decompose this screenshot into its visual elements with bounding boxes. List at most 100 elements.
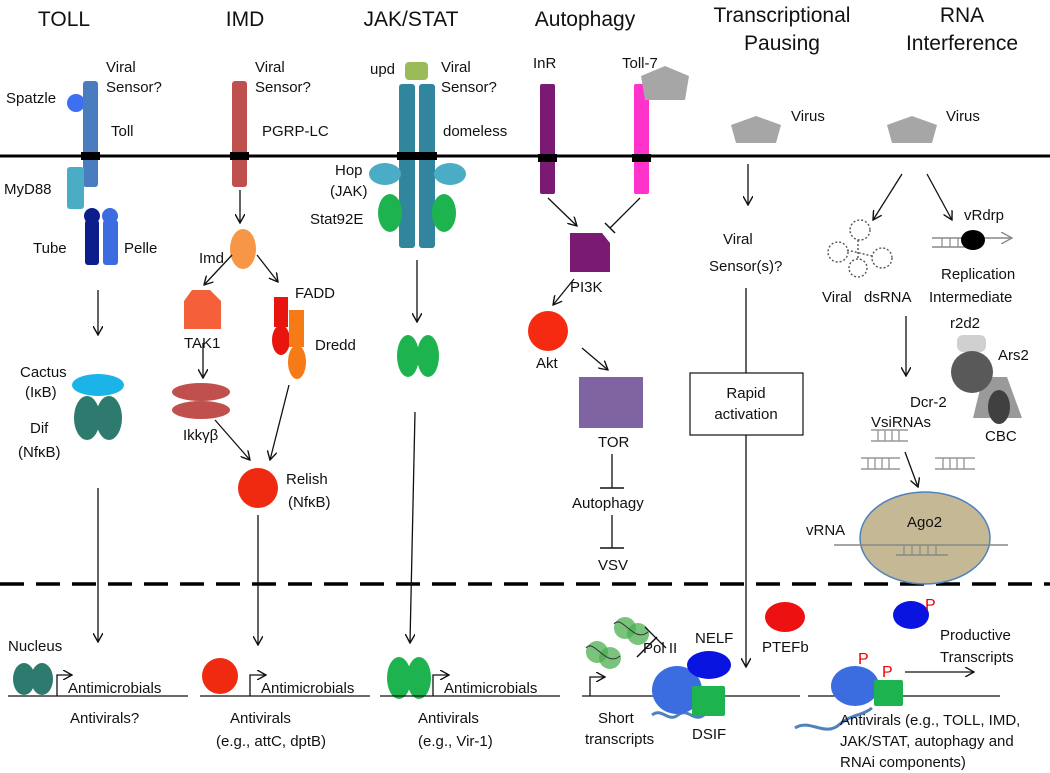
productive-transcript-rna [794,706,873,731]
rapid-label-1: Rapid [726,385,765,402]
vrdrp-protein [961,230,985,250]
short-transcript-rna [651,711,705,719]
tor-label: TOR [598,434,630,451]
dredd-label: Dredd [315,337,356,354]
jak-examples-label: (e.g., Vir-1) [418,733,493,750]
ptefb-protein [765,602,805,632]
ago2-protein [859,491,991,585]
productive-label-1: Productive [940,627,1011,644]
autophagy-label: Autophagy [572,495,644,512]
toll7-receptor [634,84,649,194]
domeless-receptor [399,84,415,248]
dsif-protein [692,686,725,716]
productive-label-2: Transcripts [940,649,1014,666]
imd-gene-label: Antimicrobials [261,680,354,697]
pi3k-protein [570,233,610,272]
jak-sensor-label-2: Sensor? [441,79,497,96]
toll-sensor-label-1: Viral [106,59,136,76]
tor-protein [579,377,643,428]
vsirna-duplexes [861,429,975,470]
nelf-label: NELF [695,630,733,647]
rapid-activation-box [689,372,804,436]
pgrp-lc-label: PGRP-LC [262,123,329,140]
header-imd: IMD [226,8,265,31]
cactus-alt-label: (IκB) [25,384,57,401]
header-rnai-line1: RNA [940,4,984,27]
short-label-1: Short [598,710,635,727]
dif-nucleus [13,663,35,695]
tube-label: Tube [33,240,67,257]
header-pausing-line2: Pausing [744,32,820,55]
header-toll: TOLL [38,8,90,31]
imd-examples-label: (e.g., attC, dptB) [216,733,326,750]
toll-receptor-label: Toll [111,123,134,140]
dcr2-label: Dcr-2 [910,394,947,411]
akt-label: Akt [536,355,559,372]
p-label-2: P [858,651,869,668]
pol-ii-protein [652,666,702,714]
p-label-3: P [882,664,893,681]
hop-protein [369,163,401,185]
rnai-virus [887,116,937,143]
autophagy-pathway: InR Toll-7 PI3K Akt TOR Autophagy VSV [528,55,689,574]
fadd-label: FADD [295,285,335,302]
toll-antivirals-label: Antivirals? [70,710,139,727]
pausing-virus-label: Virus [791,108,825,125]
pausing-virus [731,116,781,143]
toll-pathway: Spatzle Viral Sensor? Toll MyD88 Tube Pe… [4,59,188,727]
r2d2-label: r2d2 [950,315,980,332]
relish-nucleus [202,658,238,694]
upd-label: upd [370,61,395,78]
cbc-protein [988,390,1010,424]
akt-protein [528,311,568,351]
imd-protein [230,229,256,269]
toll-sensor-label-2: Sensor? [106,79,162,96]
dif-label: Dif [30,420,49,437]
jak-gene-label: Antimicrobials [444,680,537,697]
pi3k-label: PI3K [570,279,603,296]
replication-label-2: Intermediate [929,289,1012,306]
jak-antivirals-label: Antivirals [418,710,479,727]
vrdrp-label: vRdrp [964,207,1004,224]
fadd-protein [274,297,288,327]
dsrna-label: Viral [822,289,852,306]
tak1-protein [184,290,221,329]
pol-ii-label: Pol II [643,640,677,657]
nucleus-label: Nucleus [8,638,62,655]
phospho-polii-free [893,601,929,629]
ikk-protein [172,383,230,401]
rnai-antivirals-3: RNAi components) [840,754,966,771]
ptefb-label: PTEFb [762,639,809,656]
relish-label: Relish [286,471,328,488]
pelle-label: Pelle [124,240,157,257]
toll7-virus [641,66,689,100]
nelf-protein [687,651,731,679]
hop-label: Hop [335,162,363,179]
imd-sensor-label-2: Sensor? [255,79,311,96]
ikk-label: Ikkγβ [183,427,219,444]
header-pausing-line1: Transcriptional [714,4,851,27]
hop-alt-label: (JAK) [330,183,368,200]
ars2-label: Ars2 [998,347,1029,364]
spatzle-label: Spatzle [6,90,56,107]
nucleosomes [585,617,649,669]
dcr2-protein [951,351,993,393]
tak1-label: TAK1 [184,335,220,352]
stat92e-label: Stat92E [310,211,363,228]
imd-antivirals-label: Antivirals [230,710,291,727]
ago2-label: Ago2 [907,514,942,531]
rnai-antivirals-2: JAK/STAT, autophagy and [840,733,1014,750]
stat-dimer-nucleus [387,657,411,699]
cactus-protein [72,374,124,396]
myd88-label: MyD88 [4,181,52,198]
pgrp-lc-receptor [232,81,247,187]
dsif-label: DSIF [692,726,726,743]
jakstat-pathway: upd Viral Sensor? domeless Hop (JAK) Sta… [310,59,560,750]
stat92e-protein [378,194,402,232]
replication-label-1: Replication [941,266,1015,283]
relish-alt-label: (NfκB) [288,494,331,511]
dredd-protein [289,310,304,347]
imd-pathway: Viral Sensor? PGRP-LC Imd TAK1 FADD Dred… [172,59,370,750]
header-jakstat: JAK/STAT [364,8,459,31]
